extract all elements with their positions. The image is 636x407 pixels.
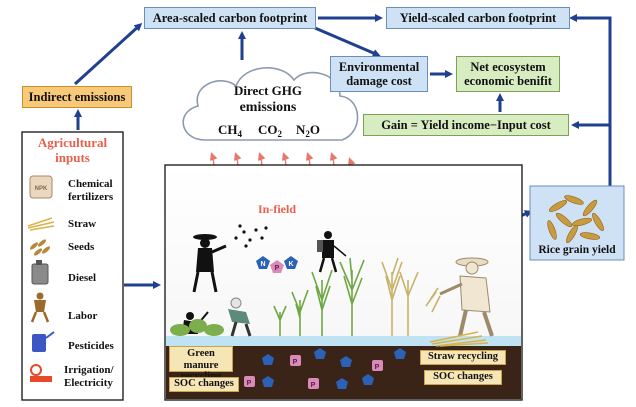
ghg-cloud (182, 67, 359, 141)
arrow-area-to-env (314, 26, 381, 57)
soc-changes-left-tag: SOC changes (169, 377, 239, 392)
rice-grain-panel (529, 185, 625, 261)
env-damage-cost-label: Environmental damage cost (338, 59, 420, 88)
seeds-icon (29, 239, 51, 256)
soil-p-label-1: P (293, 359, 298, 366)
input-item-fertilizers: Chemical fertilizers (68, 178, 114, 203)
soc-changes-right-tag: SOC changes (424, 370, 502, 385)
input-item-diesel: Diesel (68, 272, 97, 284)
fertilizer-bag-icon (29, 175, 53, 199)
seed-scatter (234, 224, 268, 248)
farmer-harvesting (425, 257, 494, 337)
env-damage-cost-box: Environmental damage cost (330, 56, 428, 92)
inputs-title-line1: Agricultural (37, 135, 108, 150)
nutrient-letters: N P K P P P P NPK (35, 186, 380, 389)
input-item-seeds: Seeds (68, 241, 95, 253)
area-scaled-footprint-label: Area-scaled carbon footprint (152, 10, 308, 25)
cloud-title-line2: emissions (240, 100, 297, 115)
arrow-indirect-to-area (73, 22, 143, 86)
cloud-text: Direct GHG emissions CH4 CO2 N2O (218, 83, 320, 139)
nutrient-n-label: N (260, 261, 265, 268)
input-item-straw: Straw (68, 218, 97, 230)
green-manure-plants (170, 319, 224, 336)
nutrient-k-label: K (288, 261, 293, 268)
indirect-emissions-box: Indirect emissions (22, 86, 132, 108)
farmer-planting (228, 297, 252, 337)
soil-p-label-2: P (375, 364, 380, 371)
cloud-title-line1: Direct GHG (234, 83, 302, 98)
straw-pile (429, 331, 489, 347)
gas-ch4: CH4 (218, 122, 243, 139)
net-ecosystem-benefit-box: Net ecosystem economic benifit (456, 56, 560, 92)
green-manure-tag: Green manure recycling (169, 346, 233, 382)
input-item-pesticides: Pesticides (68, 340, 114, 352)
inputs-title-line2: inputs (55, 149, 90, 165)
farmer-sowing (192, 234, 227, 293)
gain-label: Gain = Yield income−Input cost (381, 117, 551, 132)
gas-co2: CO2 (258, 122, 283, 139)
nutrient-p-label: P (275, 265, 280, 272)
input-item-labor: Labor (68, 310, 98, 322)
farmer-spraying (317, 231, 347, 273)
yield-scaled-footprint-box: Yield-scaled carbon footprint (386, 7, 570, 29)
rice-plants (273, 257, 365, 336)
area-scaled-footprint-box: Area-scaled carbon footprint (144, 7, 316, 29)
diesel-can-icon (31, 260, 49, 285)
soil-p-label-3: P (311, 382, 316, 389)
indirect-emissions-label: Indirect emissions (28, 89, 126, 104)
soil-p-label-4: P (247, 380, 252, 387)
pesticide-sprayer-icon (32, 331, 55, 352)
straw-icon (27, 217, 55, 231)
in-field-label: In-field (258, 202, 297, 216)
arrow-rice-to-gain (571, 121, 612, 186)
inputs-panel-title: Agricultural inputs (22, 135, 123, 166)
gain-box: Gain = Yield income−Input cost (363, 114, 569, 136)
gas-n2o: N2O (296, 122, 320, 139)
irrigation-icon (30, 364, 52, 382)
net-ecosystem-benefit-label: Net ecosystem economic benifit (464, 59, 552, 88)
arrow-rice-to-yield (569, 14, 612, 186)
rice-grain-yield-label: Rice grain yield (538, 244, 616, 256)
straw-recycling-tag: Straw recycling (420, 350, 506, 365)
yield-scaled-footprint-label: Yield-scaled carbon footprint (399, 10, 557, 25)
nutrient-icons-air (256, 256, 298, 273)
input-item-irrigation: Irrigation/ Electricity (64, 364, 114, 389)
labor-icon (30, 292, 50, 323)
mature-rice (381, 257, 419, 336)
nutrient-icons-soil (244, 348, 406, 389)
npk-label: NPK (35, 186, 48, 192)
